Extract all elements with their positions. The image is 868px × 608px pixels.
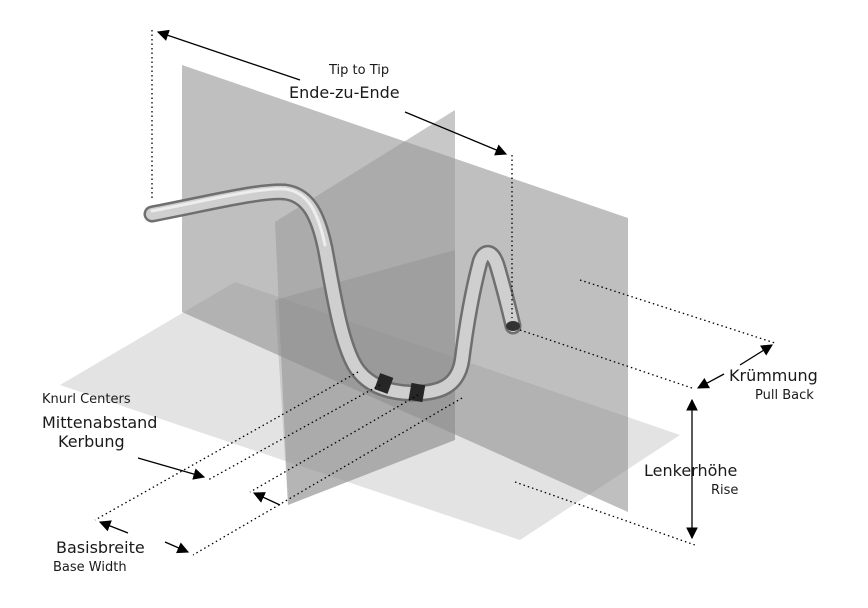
- base-width-label-en: Base Width: [53, 560, 127, 575]
- knurl-centers-label-en: Knurl Centers: [42, 392, 131, 407]
- knurl-centers-label-de-line1: Mittenabstand: [42, 413, 158, 432]
- knurl-left: [374, 373, 394, 394]
- pull-back-label-en: Pull Back: [755, 388, 814, 403]
- tip-to-tip-dimension: [151, 29, 513, 318]
- rise-dimension: [514, 398, 698, 546]
- knurl-right: [408, 382, 426, 403]
- tip-to-tip-label-en: Tip to Tip: [329, 63, 390, 78]
- base-width-dimension: [94, 371, 463, 556]
- base-width-label-de: Basisbreite: [56, 538, 145, 557]
- knurl-centers-dimension: [137, 384, 419, 506]
- rise-label-de: Lenkerhöhe: [644, 461, 738, 480]
- handlebar: [143, 183, 522, 403]
- knurl-centers-label-de-line2: Kerbung: [58, 432, 125, 451]
- pull-back-dimension: [519, 279, 776, 389]
- tip-to-tip-label-de: Ende-zu-Ende: [289, 83, 400, 102]
- pull-back-label-de: Krümmung: [729, 366, 818, 385]
- rise-label-en: Rise: [711, 483, 739, 498]
